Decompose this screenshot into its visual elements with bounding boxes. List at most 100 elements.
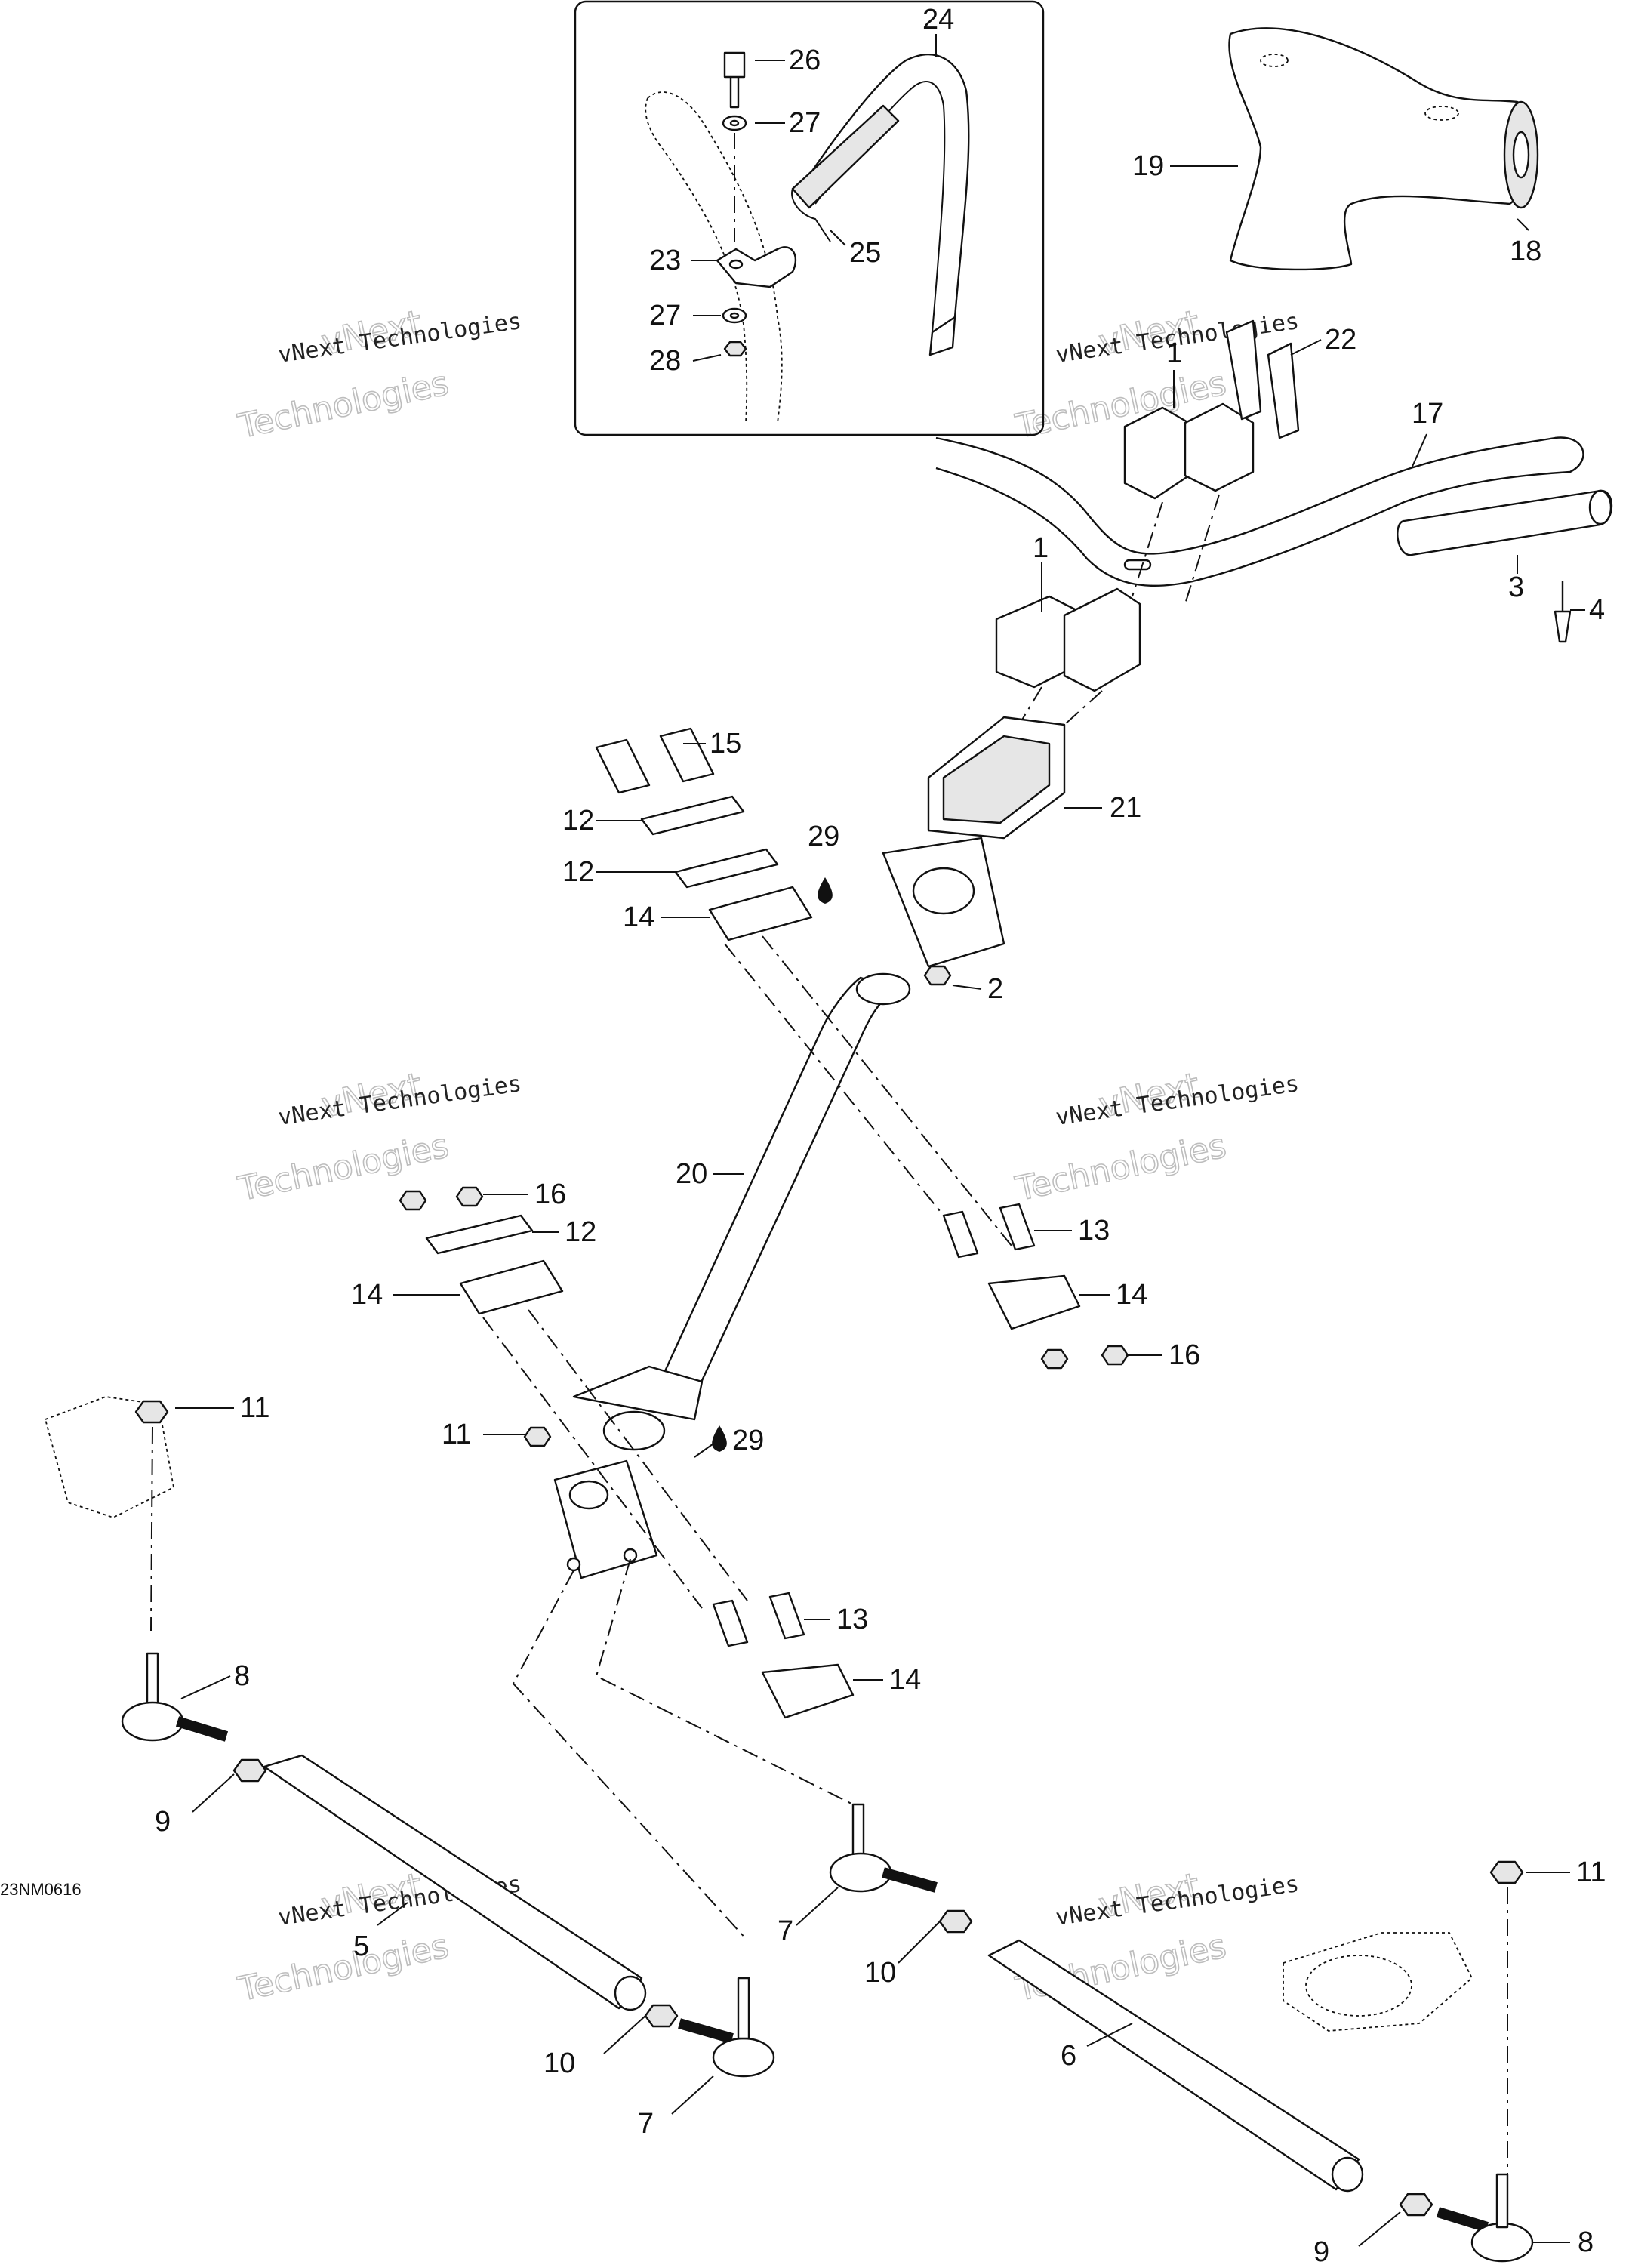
callout-12c: 12 (565, 1216, 596, 1248)
callout-29b: 29 (732, 1425, 764, 1456)
watermark-word-technologies: Technologies (1012, 1126, 1230, 1209)
callout-13: 13 (1078, 1215, 1110, 1246)
left-bracket (44, 1396, 175, 1632)
upper-strap-assembly (595, 727, 1012, 1254)
callout-11b: 11 (442, 1419, 471, 1450)
callout-21: 21 (1110, 792, 1141, 824)
callout-labels: 26 24 27 23 25 27 28 19 18 22 1 17 1 3 4… (155, 4, 1606, 2268)
strap-14c (987, 1274, 1081, 1330)
lower-clamps (927, 587, 1141, 840)
callout-11: 11 (240, 1392, 269, 1424)
clamp-23 (716, 246, 797, 288)
bolt-15a (595, 738, 651, 794)
diagram-code: 23NM0616 (0, 1880, 82, 1899)
callout-27b: 27 (649, 300, 681, 331)
callout-26: 26 (789, 45, 821, 76)
callout-24: 24 (922, 4, 954, 35)
watermark-word-technologies: Technologies (235, 1927, 452, 2009)
clamp-1d (1063, 587, 1141, 692)
bracket-outline-right (1283, 1932, 1473, 2032)
callout-4: 4 (1589, 594, 1605, 626)
ball-joint-8b (1470, 2222, 1534, 2263)
callout-15: 15 (710, 728, 741, 760)
callout-17: 17 (1412, 398, 1443, 430)
callout-27: 27 (789, 107, 821, 139)
callout-14b: 14 (351, 1279, 383, 1311)
nut-10a (938, 1909, 973, 1934)
handlebar-17 (935, 436, 1584, 587)
strap-14d (761, 1663, 855, 1719)
ball-joint-7b (712, 2037, 775, 2078)
callout-20: 20 (676, 1158, 707, 1190)
nut-2 (923, 965, 952, 986)
callout-3: 3 (1508, 572, 1524, 603)
callout-7: 7 (778, 1915, 793, 1947)
oil-drop-icon (818, 877, 833, 904)
callout-1: 1 (1166, 337, 1182, 369)
bolt-15b (659, 727, 715, 783)
tie-rod-left (121, 1652, 775, 2078)
callout-9b: 9 (1313, 2236, 1329, 2268)
callout-25: 25 (849, 237, 881, 269)
strap-14b (459, 1259, 564, 1315)
callout-1b: 1 (1033, 532, 1049, 564)
callout-9: 9 (155, 1806, 171, 1838)
nut-10b (644, 2004, 679, 2028)
nut-9a (232, 1758, 267, 1783)
callout-8: 8 (234, 1660, 250, 1692)
watermark-group-4: vNext Technologies vNext Technologies (1012, 1064, 1301, 1209)
callout-19: 19 (1132, 150, 1164, 182)
callout-2: 2 (987, 973, 1003, 1005)
nut-28 (723, 341, 747, 357)
crossbar-24 (799, 53, 970, 318)
plate-12b (674, 848, 779, 889)
tie-rod-6 (987, 1939, 1360, 2191)
callout-12b: 12 (562, 856, 594, 888)
callout-22: 22 (1325, 324, 1356, 356)
sleeve-13b (999, 1203, 1036, 1251)
plate-12a (640, 795, 745, 836)
handlebar-end-outline (647, 91, 783, 424)
tie-rod-center (829, 1803, 973, 1934)
nut-11c (1489, 1860, 1524, 1884)
nut-16c (1040, 1348, 1069, 1370)
callout-23: 23 (649, 245, 681, 276)
plate-12c (425, 1214, 534, 1255)
ball-joint-8a (121, 1701, 184, 1742)
callout-11c: 11 (1576, 1857, 1606, 1888)
callout-6: 6 (1061, 2040, 1076, 2072)
tie-rod-right (987, 1860, 1534, 2263)
bolt-26 (723, 51, 746, 109)
cover-19 (1228, 27, 1529, 271)
ball-joint-7a (829, 1852, 892, 1893)
lower-strap-assembly (712, 1592, 855, 1719)
sleeve-13c (712, 1599, 749, 1647)
clamp-1b (1184, 402, 1255, 492)
callout-7b: 7 (638, 2108, 654, 2140)
bolt-22a (1225, 319, 1262, 421)
upper-clamps (1123, 319, 1300, 605)
callout-14c: 14 (1116, 1279, 1147, 1311)
nut-11a (134, 1400, 169, 1424)
handlebar (935, 436, 1613, 643)
ball-joint-7a-stud (851, 1803, 865, 1859)
inset-detail (574, 0, 1045, 436)
callout-29: 29 (808, 821, 839, 852)
rivet-4 (1554, 581, 1572, 643)
callout-8b: 8 (1578, 2226, 1594, 2258)
grip-3 (1397, 489, 1613, 556)
callout-14d: 14 (889, 1664, 921, 1696)
strap-14a (708, 886, 813, 941)
watermark-group-1: vNext Technologies vNext Technologies (234, 301, 523, 447)
nut-9b (1399, 2193, 1433, 2217)
right-strap-assembly (942, 1203, 1129, 1370)
callout-14: 14 (623, 901, 654, 933)
bracket-outline-left (44, 1396, 175, 1518)
callout-28: 28 (649, 345, 681, 377)
sleeve-13d (768, 1592, 805, 1640)
column-bracket (572, 1365, 704, 1421)
nut-11b (523, 1426, 552, 1447)
callout-16: 16 (534, 1179, 566, 1210)
callout-10: 10 (864, 1957, 896, 1989)
